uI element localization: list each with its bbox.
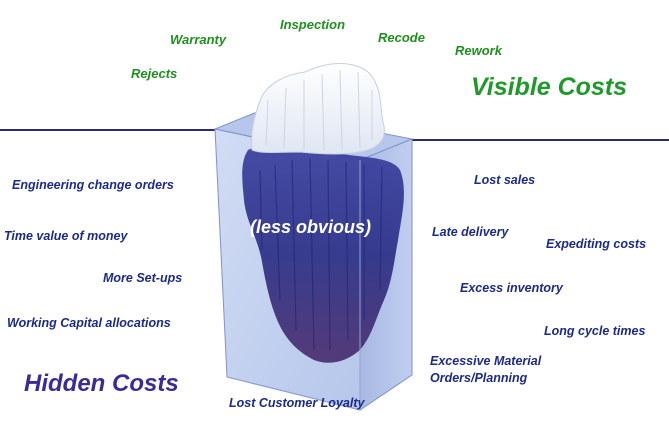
hidden-item-more-set-ups: More Set-ups xyxy=(103,271,183,285)
less-obvious-note: (less obvious) xyxy=(250,217,372,237)
visible-item-warranty: Warranty xyxy=(170,32,227,47)
visible-item-rejects: Rejects xyxy=(131,66,178,81)
hidden-costs-heading: Hidden Costs xyxy=(24,370,179,397)
iceberg-visible-tip xyxy=(251,63,385,155)
visible-costs-heading: Visible Costs xyxy=(471,73,628,101)
hidden-item-time-value-of-money: Time value of money xyxy=(4,229,128,243)
visible-item-rework: Rework xyxy=(455,43,502,58)
hidden-item-lost-customer-loyalty: Lost Customer Loyalty xyxy=(229,396,365,410)
hidden-item-expediting-costs: Expediting costs xyxy=(546,237,647,251)
water-line-right xyxy=(412,139,669,141)
visible-item-recode: Recode xyxy=(378,30,425,45)
water-line-left xyxy=(0,129,215,131)
hidden-item-excess-inventory: Excess inventory xyxy=(460,281,563,295)
hidden-item-lost-sales: Lost sales xyxy=(474,173,536,187)
hidden-item-engineering-change-orders: Engineering change orders xyxy=(12,178,174,192)
hidden-item-excessive-material: Excessive Material xyxy=(430,354,542,368)
hidden-item-orders-planning: Orders/Planning xyxy=(430,371,528,385)
hidden-item-long-cycle-times: Long cycle times xyxy=(544,324,646,338)
hidden-item-late-delivery: Late delivery xyxy=(432,225,509,239)
hidden-item-working-capital: Working Capital allocations xyxy=(7,316,171,330)
visible-item-inspection: Inspection xyxy=(280,17,346,32)
